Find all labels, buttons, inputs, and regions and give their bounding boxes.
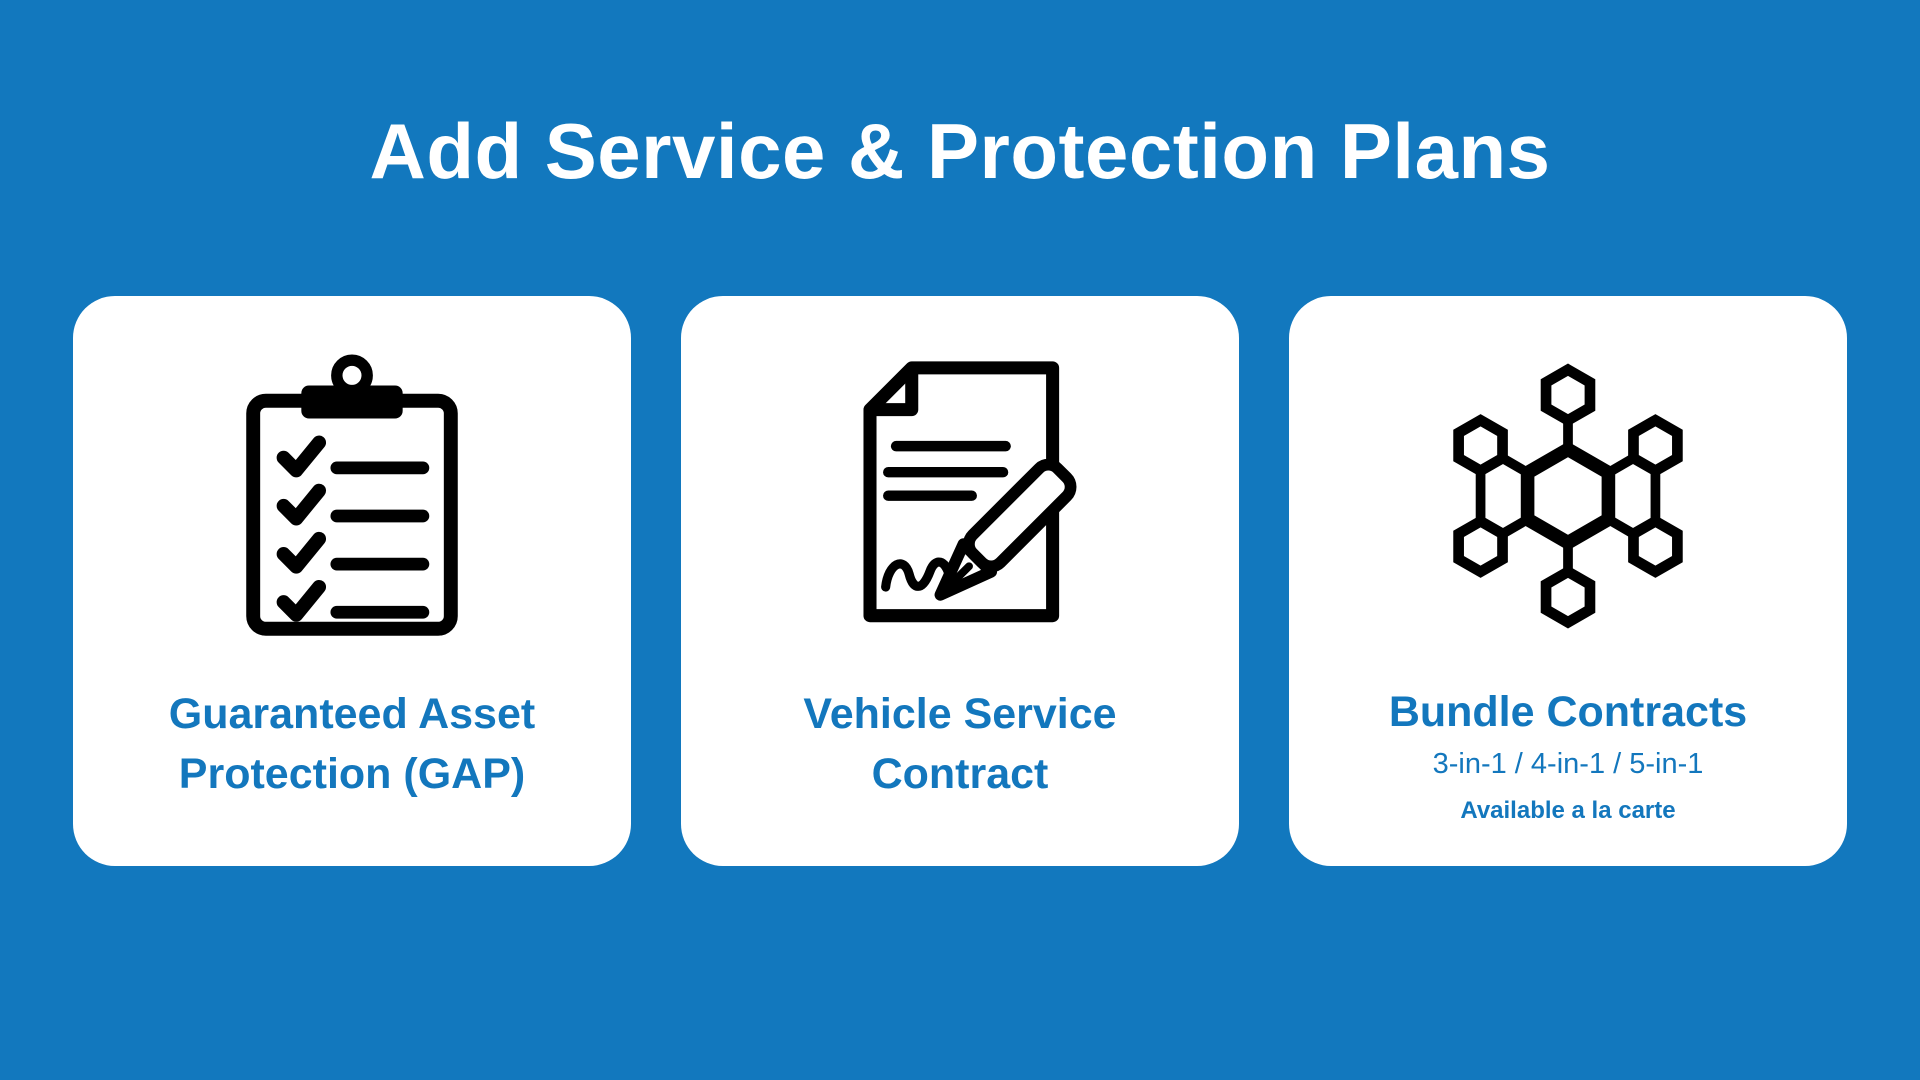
card-text: Bundle Contracts 3-in-1 / 4-in-1 / 5-in-… (1389, 682, 1747, 826)
card-note: Available a la carte (1460, 797, 1676, 824)
card-title-line: Vehicle Service (803, 690, 1117, 738)
card-bundle-contracts[interactable]: Bundle Contracts 3-in-1 / 4-in-1 / 5-in-… (1289, 296, 1847, 866)
card-vehicle-service-contract[interactable]: Vehicle Service Contract (681, 296, 1239, 866)
card-title-line: Contract (871, 750, 1049, 798)
card-title-line: Guaranteed Asset (168, 690, 536, 738)
card-text: Guaranteed Asset Protection (GAP) (169, 684, 535, 804)
card-text: Vehicle Service Contract (803, 684, 1116, 804)
contract-signature-icon (810, 332, 1110, 662)
plan-cards: Guaranteed Asset Protection (GAP) (0, 296, 1920, 866)
bundle-network-icon (1432, 332, 1704, 660)
card-guaranteed-asset-protection[interactable]: Guaranteed Asset Protection (GAP) (73, 296, 631, 866)
page-title: Add Service & Protection Plans (369, 107, 1551, 195)
card-title-line: Bundle Contracts (1388, 688, 1748, 736)
card-subtitle: 3-in-1 / 4-in-1 / 5-in-1 (1432, 748, 1704, 780)
card-title-line: Protection (GAP) (178, 750, 526, 798)
clipboard-checklist-icon (238, 332, 466, 662)
